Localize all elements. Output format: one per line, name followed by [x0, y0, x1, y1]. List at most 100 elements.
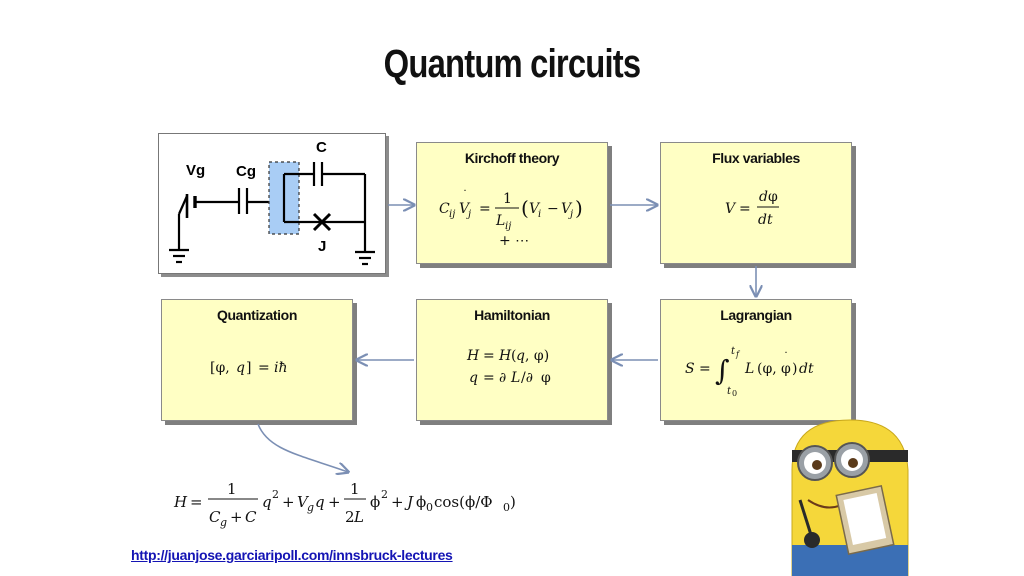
svg-text:L: L	[495, 213, 505, 229]
box-lagrangian: Lagrangian S = ∫ t f t 0 L (φ, φ ˙ ) dt	[660, 299, 852, 421]
svg-text:V: V	[459, 201, 471, 217]
svg-text:dt: dt	[758, 212, 773, 228]
label-vg: Vg	[186, 162, 206, 179]
box-title-flux: Flux variables	[712, 150, 800, 166]
svg-text:+: +	[391, 493, 404, 511]
box-quantization: Quantization [φ, q ] = iħ	[161, 299, 353, 421]
svg-text:=: =	[739, 201, 751, 217]
svg-text:H: H	[466, 348, 480, 364]
svg-text:q: q	[262, 493, 272, 511]
svg-text:ϕ: ϕ	[370, 493, 380, 511]
svg-text:H: H	[173, 493, 188, 511]
svg-text:+: +	[282, 493, 295, 511]
svg-text:(: (	[521, 196, 529, 220]
svg-text:+ ⋯: + ⋯	[499, 233, 529, 249]
svg-text:q: q	[315, 493, 325, 511]
svg-text:): )	[792, 361, 797, 377]
svg-text:ij: ij	[449, 209, 455, 220]
box-flux-variables: Flux variables V = d φ dt	[660, 142, 852, 264]
box-title-quantization: Quantization	[217, 307, 297, 323]
svg-text:g: g	[307, 501, 314, 514]
svg-text:=: =	[483, 370, 495, 386]
equation-lagrangian: S = ∫ t f t 0 L (φ, φ ˙ ) dt	[685, 346, 814, 398]
svg-text:˙: ˙	[783, 350, 789, 364]
svg-text:iħ: iħ	[274, 360, 288, 376]
svg-text:[φ,: [φ,	[210, 360, 230, 376]
svg-text:V: V	[725, 201, 737, 217]
svg-text:0: 0	[732, 389, 737, 398]
lecture-link[interactable]: http://juanjose.garciaripoll.com/innsbru…	[131, 547, 453, 563]
svg-text:H: H	[498, 348, 512, 364]
svg-text:ϕ: ϕ	[416, 493, 426, 511]
svg-text:j: j	[466, 209, 471, 220]
svg-text:V: V	[297, 493, 310, 511]
svg-text:, φ): , φ)	[525, 348, 549, 364]
box-title-kirchoff: Kirchoff theory	[464, 150, 560, 166]
svg-text:(: (	[511, 348, 516, 364]
svg-text:2: 2	[345, 508, 355, 526]
svg-text:V: V	[561, 201, 573, 217]
svg-text:2: 2	[272, 488, 279, 501]
svg-text:+: +	[230, 508, 243, 526]
equation-flux: V = d φ dt	[725, 189, 779, 228]
svg-text:C: C	[209, 508, 221, 526]
svg-text:=: =	[258, 360, 270, 376]
box-hamiltonian: Hamiltonian H = H ( q , φ) q = ∂ L /∂ φ …	[416, 299, 608, 421]
svg-text:=: =	[190, 493, 203, 511]
circuit-diagram	[158, 133, 386, 274]
svg-text:0: 0	[426, 501, 433, 514]
svg-text:˙: ˙	[543, 359, 549, 373]
svg-text:S: S	[685, 361, 695, 377]
svg-text:dt: dt	[799, 361, 814, 377]
svg-text:): )	[575, 196, 583, 220]
svg-text:f: f	[735, 350, 741, 359]
svg-text:q: q	[236, 360, 245, 376]
svg-text:φ: φ	[768, 189, 778, 205]
box-title-lagrangian: Lagrangian	[720, 307, 792, 323]
svg-text:φ: φ	[541, 370, 551, 386]
svg-text:i: i	[538, 209, 541, 220]
svg-text:q: q	[516, 348, 525, 364]
svg-text:+: +	[328, 493, 341, 511]
arrow-quantization-to-hamiltonian-formula	[257, 423, 348, 472]
equation-quantization: [φ, q ] = iħ	[210, 360, 288, 376]
svg-text:1: 1	[227, 480, 237, 498]
svg-text:=: =	[483, 348, 495, 364]
svg-text:]: ]	[246, 360, 251, 376]
svg-text:0: 0	[503, 501, 510, 514]
slide-title: Quantum circuits	[383, 42, 641, 86]
box-title-hamiltonian: Hamiltonian	[474, 307, 550, 323]
equation-hamiltonian: H = H ( q , φ) q = ∂ L /∂ φ ˙	[466, 348, 551, 386]
svg-text:φ: φ	[781, 361, 791, 377]
svg-text:C: C	[439, 201, 450, 217]
svg-text:ij: ij	[505, 221, 511, 232]
svg-text:∫: ∫	[715, 354, 730, 387]
equation-kirchoff: C ij V ˙ j = 1 L ij ( V i − V j ) + ⋯	[439, 188, 583, 249]
svg-text:L: L	[510, 370, 520, 386]
svg-text:t: t	[731, 346, 736, 357]
svg-text:L: L	[353, 508, 364, 526]
box-kirchoff-theory: Kirchoff theory C ij V ˙ j = 1 L ij ( V …	[416, 142, 608, 264]
svg-text:1: 1	[503, 191, 512, 207]
svg-text:=: =	[479, 201, 491, 217]
svg-text:=: =	[699, 361, 711, 377]
svg-text:d: d	[759, 189, 768, 205]
svg-text:∂: ∂	[499, 370, 506, 386]
label-j: J	[318, 238, 327, 255]
svg-text:J: J	[404, 493, 414, 511]
label-c: C	[316, 139, 327, 156]
svg-text:): )	[510, 493, 516, 511]
label-cg: Cg	[236, 163, 256, 180]
circuit-schematic	[169, 161, 375, 266]
svg-text:L: L	[744, 361, 754, 377]
svg-text:g: g	[220, 516, 227, 529]
svg-text:cos(ϕ/Φ: cos(ϕ/Φ	[434, 493, 493, 511]
svg-text:V: V	[529, 201, 541, 217]
svg-text:−: −	[547, 201, 559, 217]
svg-text:/∂: /∂	[521, 370, 533, 386]
svg-text:(φ,: (φ,	[757, 361, 777, 377]
svg-text:2: 2	[381, 488, 388, 501]
